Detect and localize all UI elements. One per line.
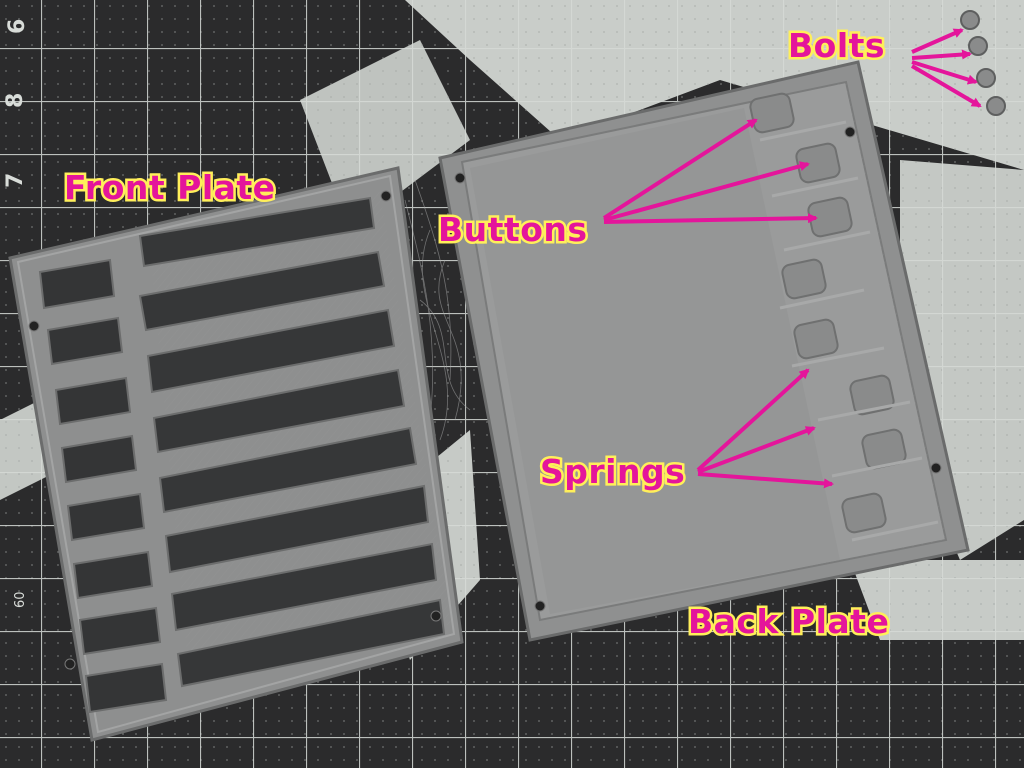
- bolts: [960, 10, 1006, 116]
- arrow-springs-2: [697, 426, 816, 474]
- arrow-bolts-2: [911, 49, 972, 60]
- bolt: [986, 96, 1006, 116]
- mat-number-60: 60: [13, 591, 28, 608]
- back-plate: [438, 60, 970, 642]
- label-front-plate: Front Plate Front Plate: [62, 166, 278, 210]
- arrow-springs-1: [696, 368, 810, 472]
- front-plate: [8, 166, 464, 742]
- label-buttons: Buttons Buttons: [436, 208, 590, 252]
- annotation-arrows: [602, 28, 982, 489]
- label-bolts-text: Bolts: [788, 26, 886, 65]
- label-buttons-text: Buttons: [438, 210, 588, 249]
- arrow-bolts-3: [911, 60, 978, 85]
- mat-number-8: 8: [3, 93, 28, 108]
- label-front-plate-text: Front Plate: [64, 168, 276, 207]
- arrow-bolts-1: [911, 28, 964, 54]
- label-back-plate-text: Back Plate: [688, 602, 890, 641]
- mat-number-6: 6: [5, 19, 30, 34]
- mat-number-7: 7: [3, 173, 28, 188]
- arrow-buttons-1: [602, 118, 758, 220]
- arrow-bolts-4: [910, 64, 982, 108]
- arrow-springs-3: [697, 472, 834, 489]
- bolt: [976, 68, 996, 88]
- arrow-buttons-3: [603, 213, 818, 224]
- bolt: [960, 10, 980, 30]
- bolt: [968, 36, 988, 56]
- label-back-plate: Back Plate Back Plate: [685, 600, 891, 644]
- label-springs: Springs Springs: [537, 450, 687, 494]
- arrow-buttons-2: [603, 161, 810, 222]
- label-springs-text: Springs: [540, 452, 686, 491]
- label-bolts: Bolts Bolts: [785, 24, 887, 68]
